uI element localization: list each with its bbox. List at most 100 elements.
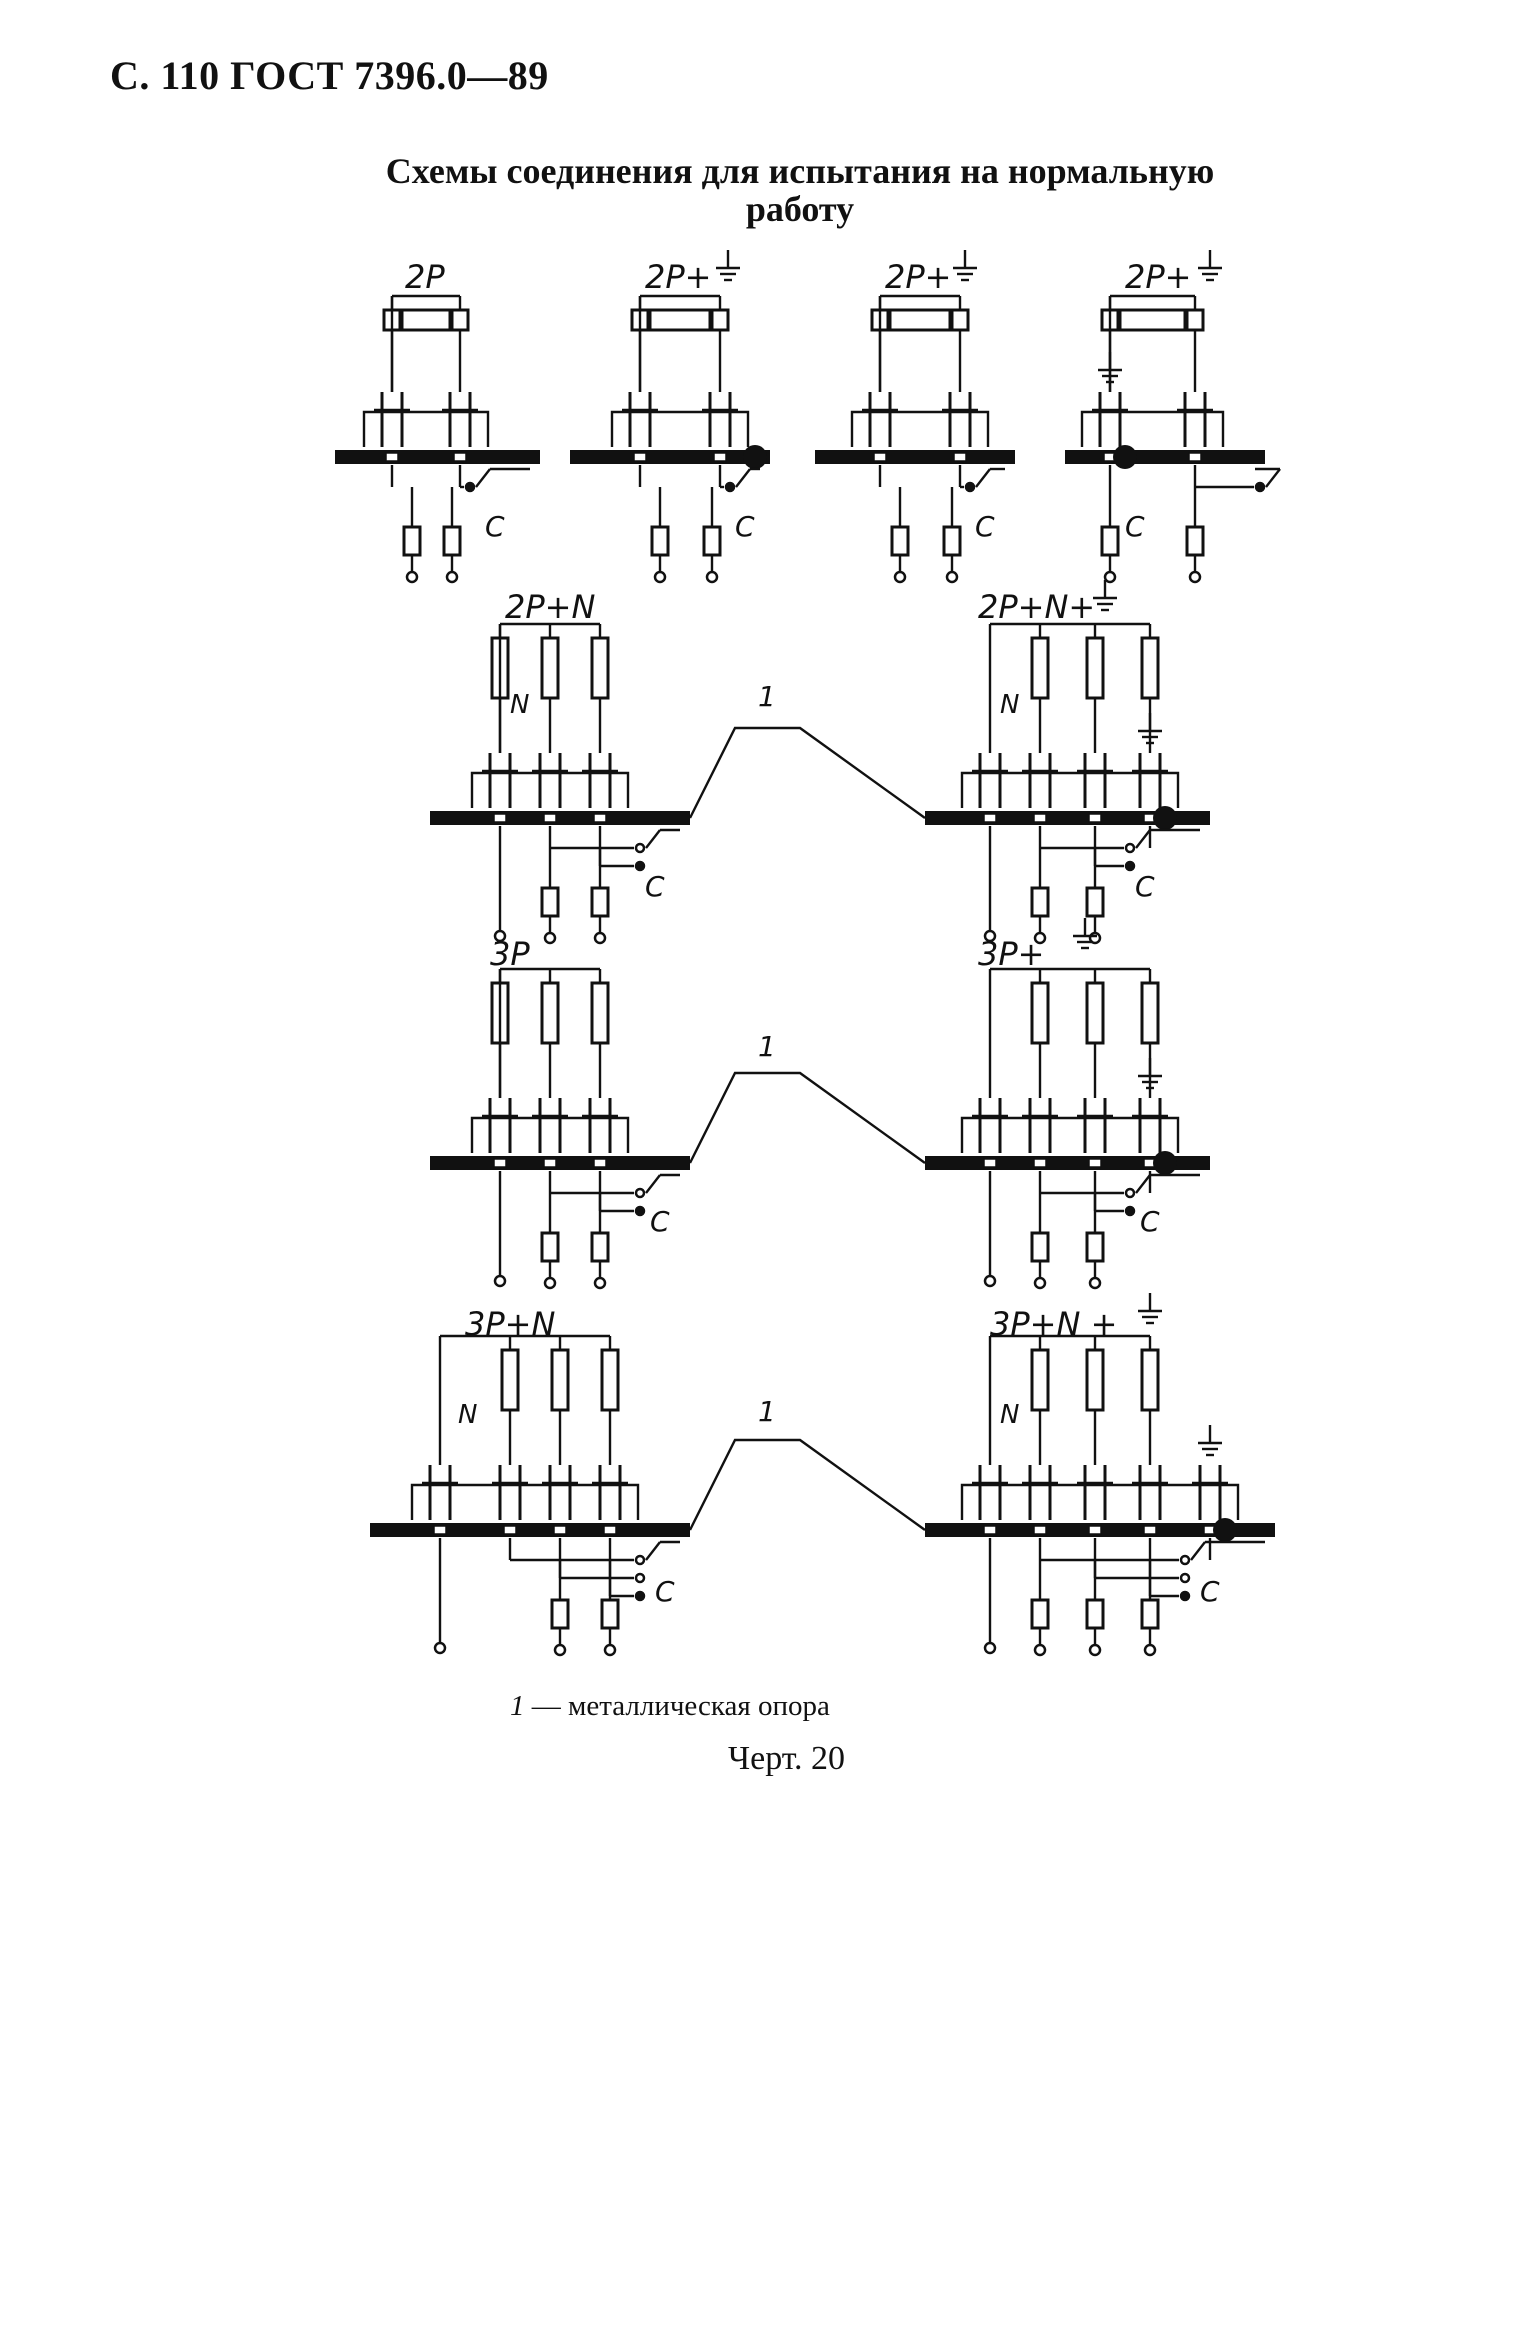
resistor-icon [590, 981, 610, 1045]
resistor-icon [1185, 308, 1205, 332]
base-slot [503, 1525, 517, 1535]
resistor-icon [1085, 636, 1105, 700]
socket-terminal-icon [493, 1274, 507, 1288]
base-slot [1033, 813, 1047, 823]
contact-mark: C [1200, 1575, 1220, 1608]
socket-terminal-icon [1103, 570, 1117, 584]
legend-text: — металлическая опора [524, 1690, 830, 1722]
contact-mark: C [650, 1205, 670, 1238]
base-slot [1088, 1158, 1102, 1168]
socket-terminal-icon [433, 1641, 447, 1655]
fuse-icon [1100, 525, 1120, 557]
socket-terminal-icon [603, 1643, 617, 1657]
base-slot [593, 1158, 607, 1168]
socket-terminal-icon [593, 931, 607, 945]
wire [1190, 1541, 1206, 1561]
housing-outline [850, 410, 990, 447]
base-slot [983, 813, 997, 823]
socket-terminal-icon [553, 1643, 567, 1657]
contact-mark: C [1135, 870, 1155, 903]
base-slot [633, 452, 647, 462]
figure-legend: 1 — металлическая опора [510, 1690, 830, 1723]
socket-terminal-icon [983, 929, 997, 943]
resistor-icon [540, 981, 560, 1045]
base-slot [603, 1525, 617, 1535]
wire [645, 1174, 661, 1194]
base-slot [1088, 813, 1102, 823]
resistor-icon [950, 308, 970, 332]
switch-contact-icon [1124, 1205, 1136, 1217]
contact-mark: C [1140, 1205, 1160, 1238]
switch-contact-icon [464, 481, 476, 493]
base-slot [453, 452, 467, 462]
base-slot [713, 452, 727, 462]
neutral-mark: N [458, 1400, 478, 1430]
switch-contact-icon [634, 1572, 646, 1584]
socket-terminal-icon [1188, 570, 1202, 584]
socket-terminal-icon [593, 1276, 607, 1290]
switch-contact-icon [724, 481, 736, 493]
socket-terminal-icon [543, 1276, 557, 1290]
housing-outline [470, 771, 630, 808]
contact-mark: C [655, 1575, 675, 1608]
socket-terminal-icon [445, 570, 459, 584]
earth-bond-dot [1213, 1518, 1237, 1542]
resistor-icon [1140, 636, 1160, 700]
fuse-icon [402, 525, 422, 557]
switch-contact-icon [1179, 1590, 1191, 1602]
base-slot [1033, 1158, 1047, 1168]
figure-title: Схемы соединения для испытания на нормал… [385, 151, 1215, 191]
resistor-icon [710, 308, 730, 332]
wire [645, 829, 661, 849]
switch-contact-icon [1179, 1554, 1191, 1566]
socket-terminal-icon [1143, 1643, 1157, 1657]
socket-terminal-icon [1088, 1276, 1102, 1290]
switch-contact-icon [634, 1554, 646, 1566]
neutral-mark: N [1000, 690, 1020, 720]
socket-terminal-icon [493, 929, 507, 943]
wire [735, 468, 751, 488]
figure-title-line2: работу [745, 189, 855, 229]
base-slot [553, 1525, 567, 1535]
socket-terminal-icon [983, 1274, 997, 1288]
diagram-label-2pn-earth: 2P+N+ [978, 588, 1096, 626]
socket-terminal-icon [1033, 1276, 1047, 1290]
housing-outline [960, 771, 1180, 808]
fuse-icon [442, 525, 462, 557]
base-slot [543, 1158, 557, 1168]
switch-contact-icon [1179, 1572, 1191, 1584]
diagram-label-2p-earth: 2P+ [645, 258, 712, 296]
resistor-icon [1085, 981, 1105, 1045]
base-slot [953, 452, 967, 462]
fuse-icon [540, 1231, 560, 1263]
page-header: С. 110 ГОСТ 7396.0—89 [110, 53, 549, 98]
switch-contact-icon [634, 1590, 646, 1602]
resistor-icon [550, 1348, 570, 1412]
fuse-icon [1085, 1231, 1105, 1263]
base-slot [433, 1525, 447, 1535]
fuse-icon [1030, 1598, 1050, 1630]
base-slot [983, 1158, 997, 1168]
fuse-icon [590, 1231, 610, 1263]
contact-mark: C [1125, 510, 1145, 543]
neutral-mark: N [1000, 1400, 1020, 1430]
earth-bond-dot [1153, 806, 1177, 830]
socket-terminal-icon [945, 570, 959, 584]
housing-outline [362, 410, 490, 447]
earth-bond-dot [1153, 1151, 1177, 1175]
resistor-icon [500, 1348, 520, 1412]
resistor-icon [1030, 981, 1050, 1045]
housing-outline [610, 410, 750, 447]
socket-terminal-icon [1033, 931, 1047, 945]
metal-support-line [688, 1438, 926, 1531]
fuse-icon [590, 886, 610, 918]
base-slot [493, 813, 507, 823]
resistor-icon [1140, 981, 1160, 1045]
resistor-icon [1118, 308, 1187, 332]
switch-contact-icon [1124, 1187, 1136, 1199]
housing-outline [960, 1483, 1240, 1520]
housing-outline [1080, 410, 1225, 447]
resistor-icon [400, 308, 452, 332]
socket-terminal-icon [1033, 1643, 1047, 1657]
base-slot [593, 813, 607, 823]
